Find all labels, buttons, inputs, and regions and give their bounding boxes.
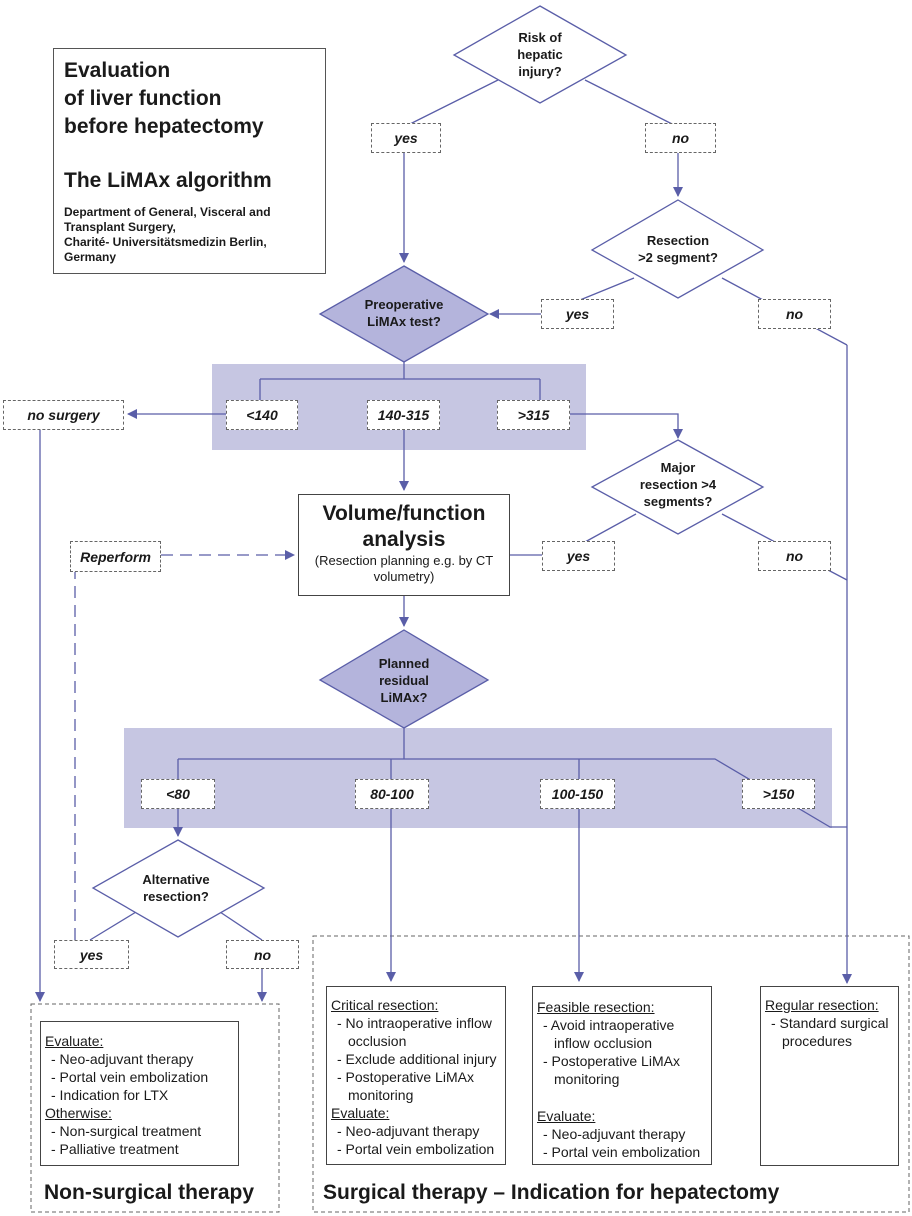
gt315-label: >315	[497, 400, 570, 430]
r80-100-label: 80-100	[355, 779, 429, 809]
title-line: before hepatectomy	[64, 115, 264, 138]
volume-subtitle: (Resection planning e.g. by CT	[314, 553, 494, 568]
volume-title: analysis	[362, 528, 446, 551]
affiliation-line: Charité- Universitätsmedizin Berlin,	[64, 235, 267, 249]
risk-diamond	[452, 5, 628, 104]
list-item: - Palliative treatment	[51, 1141, 179, 1157]
critical-resection-box: Critical resection: - No intraoperative …	[326, 986, 506, 1165]
connector	[584, 513, 637, 543]
no-alt-label: no	[226, 940, 299, 969]
surgical-section-title: Surgical therapy – Indication for hepate…	[323, 1181, 780, 1204]
no-major-label: no	[758, 541, 831, 571]
list-item: procedures	[782, 1033, 853, 1049]
feasible-heading: Evaluate:	[537, 1108, 596, 1124]
yes-risk-label: yes	[371, 123, 441, 153]
list-item: - Exclude additional injury	[337, 1051, 497, 1067]
yes-major-label: yes	[542, 541, 615, 571]
r140-315-label: 140-315	[367, 400, 440, 430]
regular-heading: Regular resection:	[765, 997, 879, 1013]
critical-heading: Evaluate:	[331, 1105, 390, 1121]
list-item: monitoring	[554, 1071, 620, 1087]
list-item: - Neo-adjuvant therapy	[543, 1126, 686, 1142]
nonsurgical-heading: Evaluate:	[45, 1033, 104, 1049]
list-item: inflow occlusion	[554, 1035, 653, 1051]
residual-result-band	[124, 728, 832, 828]
connector	[403, 79, 499, 128]
resection-label: Resection>2 segment?	[638, 233, 718, 265]
yes-alt-label: yes	[54, 940, 129, 969]
list-item: - No intraoperative inflow	[337, 1015, 492, 1031]
regular-resection-box: Regular resection: - Standard surgical p…	[760, 986, 899, 1166]
nonsurgical-section-frame	[30, 1003, 280, 1213]
feasible-resection-box: Feasible resection: - Avoid intraoperati…	[532, 986, 712, 1165]
volume-function-box: Volume/function analysis (Resection plan…	[298, 494, 510, 596]
major-resection-diamond	[590, 439, 765, 535]
list-item: - Non-surgical treatment	[51, 1123, 202, 1139]
connector	[584, 79, 679, 128]
title-line: Evaluation	[64, 59, 171, 82]
volume-title: Volume/function	[322, 502, 486, 525]
list-item: - Postoperative LiMAx	[543, 1053, 680, 1069]
planned-residual-diamond	[318, 629, 490, 729]
preop-test-diamond	[318, 265, 490, 363]
reperform-label: Reperform	[70, 541, 161, 572]
nonsurgical-heading: Otherwise:	[45, 1105, 112, 1121]
list-item: - Portal vein embolization	[543, 1144, 701, 1160]
yes-resection-label: yes	[541, 299, 614, 329]
list-item: - Portal vein embolization	[51, 1069, 209, 1085]
list-item: monitoring	[348, 1087, 414, 1103]
surgical-section-frame	[312, 935, 910, 1213]
list-item: - Neo-adjuvant therapy	[337, 1123, 480, 1139]
feasible-heading: Feasible resection:	[537, 999, 655, 1015]
list-item: - Portal vein embolization	[337, 1141, 495, 1157]
lt80-label: <80	[141, 779, 215, 809]
list-item: occlusion	[348, 1033, 407, 1049]
affiliation-line: Transplant Surgery,	[64, 220, 176, 234]
arrow-to-major	[570, 413, 683, 439]
no-risk-label: no	[645, 123, 716, 153]
nonsurgical-section-title: Non-surgical therapy	[44, 1181, 255, 1204]
volume-subtitle: volumetry)	[373, 569, 435, 584]
critical-heading: Critical resection:	[331, 997, 439, 1013]
connector	[89, 911, 137, 941]
list-item: - Avoid intraoperative	[543, 1017, 675, 1033]
gt150-label: >150	[742, 779, 815, 809]
alt-resection-diamond	[91, 839, 266, 938]
title-line: of liver function	[64, 87, 222, 110]
affiliation-line: Germany	[64, 250, 117, 264]
no-resection-label: no	[758, 299, 831, 329]
no-surgery-label: no surgery	[3, 400, 124, 430]
list-item: - Postoperative LiMAx	[337, 1069, 474, 1085]
resection-diamond	[590, 199, 765, 299]
title-box: Evaluation of liver function before hepa…	[53, 48, 326, 274]
connector	[579, 277, 635, 301]
list-item: - Standard surgical	[771, 1015, 889, 1031]
nonsurgical-box: Evaluate: - Neo-adjuvant therapy - Porta…	[40, 1021, 239, 1166]
lt140-label: <140	[226, 400, 298, 430]
r100-150-label: 100-150	[540, 779, 615, 809]
subtitle: The LiMAx algorithm	[64, 169, 272, 192]
list-item: - Indication for LTX	[51, 1087, 169, 1103]
affiliation-line: Department of General, Visceral and	[64, 205, 271, 219]
connector	[219, 911, 263, 941]
list-item: - Neo-adjuvant therapy	[51, 1051, 194, 1067]
